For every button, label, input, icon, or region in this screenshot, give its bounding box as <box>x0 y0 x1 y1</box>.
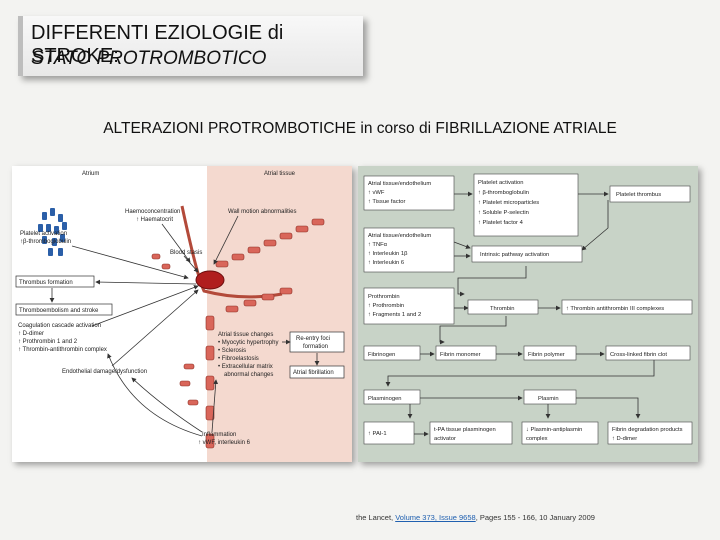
b3-microparticles: ↑ Platelet microparticles <box>478 200 539 206</box>
myocyte-cells <box>151 218 325 449</box>
thromboembolism-label: Thromboembolism and stroke <box>19 308 99 314</box>
citation-suffix: , Pages 155 - 166, 10 January 2009 <box>475 513 595 522</box>
vwf-interleukin-label: ↑ vWF, interleukin 6 <box>198 440 251 446</box>
left-pathophysiology-figure: Atrium Atrial tissue Haemoconcentration … <box>12 166 352 462</box>
prothrombin-title: Prothrombin <box>368 294 400 300</box>
beta-thromboglobulin-label: ↑β-thromboglobulin <box>20 239 71 245</box>
right-boxes <box>363 173 693 445</box>
citation-prefix: the Lancet, <box>356 513 396 522</box>
reentry-formation-label: formation <box>303 344 328 350</box>
right-arrows <box>385 191 655 437</box>
b3-p-selectin: ↑ Soluble P-selectin <box>478 210 529 216</box>
sclerosis-label: • Sclerosis <box>218 348 246 354</box>
b1-vwf: ↑ vWF <box>368 190 385 196</box>
atrial-wall <box>180 205 283 299</box>
b2-tnf: ↑ TNFα <box>368 242 388 248</box>
b3-title: Platelet activation <box>478 180 523 186</box>
tat-iii-label: ↑ Thrombin antithrombin III complexes <box>566 306 664 312</box>
complex-label: complex <box>526 436 548 442</box>
tat-complex-label: ↑ Thrombin-antithrombin complex <box>18 347 107 353</box>
thrombin-label: Thrombin <box>490 306 514 312</box>
tpa-label: t-PA tissue plasminogen <box>434 427 496 433</box>
citation-link[interactable]: Volume 373, Issue 9658 <box>395 513 476 522</box>
atrial-tissue-label: Atrial tissue <box>264 171 296 177</box>
b3-bt: ↑ β-thromboglobulin <box>478 190 529 196</box>
fragments-label: ↑ Fragments 1 and 2 <box>368 312 421 318</box>
plasmin-antiplasmin-label: ↓ Plasmin-antiplasmin <box>526 427 582 433</box>
b2-il6: ↑ Interleukin 6 <box>368 260 404 266</box>
slide-title: DIFFERENTI EZIOLOGIE di STROKE: <box>31 22 284 67</box>
b1-tissue-factor: ↑ Tissue factor <box>368 199 405 205</box>
haematocrit-label: ↑ Haematocrit <box>136 217 173 223</box>
platelet-thrombus-label: Platelet thrombus <box>616 192 661 198</box>
intrinsic-pathway-label: Intrinsic pathway activation <box>480 252 549 258</box>
fdp-label: Fibrin degradation products <box>612 427 683 433</box>
citation: the Lancet, Volume 373, Issue 9658, Page… <box>356 513 595 522</box>
atrium-label: Atrium <box>82 171 99 177</box>
atrial-fibrillation-label: Atrial fibrillation <box>293 370 334 376</box>
b2-il1: ↑ Interleukin 1β <box>368 251 408 257</box>
platelet-cluster <box>38 208 67 256</box>
title-box: DIFFERENTI EZIOLOGIE di STROKE: STATO PR… <box>18 16 363 76</box>
d-dimer-label: ↑ D-dimer <box>18 331 44 337</box>
haemoconcentration-label: Haemoconcentration <box>125 209 180 215</box>
myocytic-hypertrophy-label: • Myocytic hypertrophy <box>218 340 278 346</box>
extracellular-matrix-label: • Extracellular matrix <box>218 364 273 370</box>
tpa-activator-label: activator <box>434 436 456 442</box>
prothrombin-up: ↑ Prothrombin <box>368 303 404 309</box>
prothrombin-label: ↑ Prothrombin 1 and 2 <box>18 339 78 345</box>
abnormal-changes-label: abnormal changes <box>224 372 273 378</box>
fibrin-polymer-label: Fibrin polymer <box>528 352 565 358</box>
left-arrows <box>49 215 320 437</box>
endothelial-damage-label: Endothelial damage/dysfunction <box>62 369 147 375</box>
wall-motion-label: Wall motion abnormalities <box>228 209 296 215</box>
coagulation-cascade-label: Coagulation cascade activation <box>18 323 101 329</box>
atrial-tissue-region <box>207 166 352 462</box>
fibrinogen-label: Fibrinogen <box>368 352 395 358</box>
atrial-tissue-changes-label: Atrial tissue changes <box>218 332 273 338</box>
fibroelastosis-label: • Fibroelastosis <box>218 356 259 362</box>
thromboembolism-box <box>15 303 113 316</box>
platelet-activation-label: Platelet activation <box>20 231 67 237</box>
fibrin-monomer-label: Fibrin monomer <box>440 352 481 358</box>
b2-title: Atrial tissue/endothelium <box>368 233 431 239</box>
crosslinked-clot-label: Cross-linked fibrin clot <box>610 352 667 358</box>
pai1-label: ↑ PAI-1 <box>368 431 387 437</box>
plasmin-label: Plasmin <box>538 396 559 402</box>
fdp-ddimer-label: ↑ D-dimer <box>612 436 637 442</box>
thrombus-formation-box <box>15 275 95 288</box>
b3-pf4: ↑ Platelet factor 4 <box>478 220 524 226</box>
thrombus-formation-label: Thrombus formation <box>19 280 73 286</box>
reentry-label: Re-entry foci <box>296 336 330 342</box>
right-coagulation-flowchart: Atrial tissue/endothelium ↑ vWF ↑ Tissue… <box>358 166 698 462</box>
blood-stasis-label: Blood stasis <box>170 250 202 256</box>
atrial-fibrillation-box <box>289 365 345 379</box>
slide-title-italic: STATO PROTROMBOTICO <box>31 48 267 69</box>
thrombus <box>195 270 225 290</box>
b1-title: Atrial tissue/endothelium <box>368 181 431 187</box>
plasminogen-label: Plasminogen <box>368 396 402 402</box>
inflammation-label: Inflammation <box>202 432 236 438</box>
slide-subtitle: ALTERAZIONI PROTROMBOTICHE in corso di F… <box>103 120 617 137</box>
